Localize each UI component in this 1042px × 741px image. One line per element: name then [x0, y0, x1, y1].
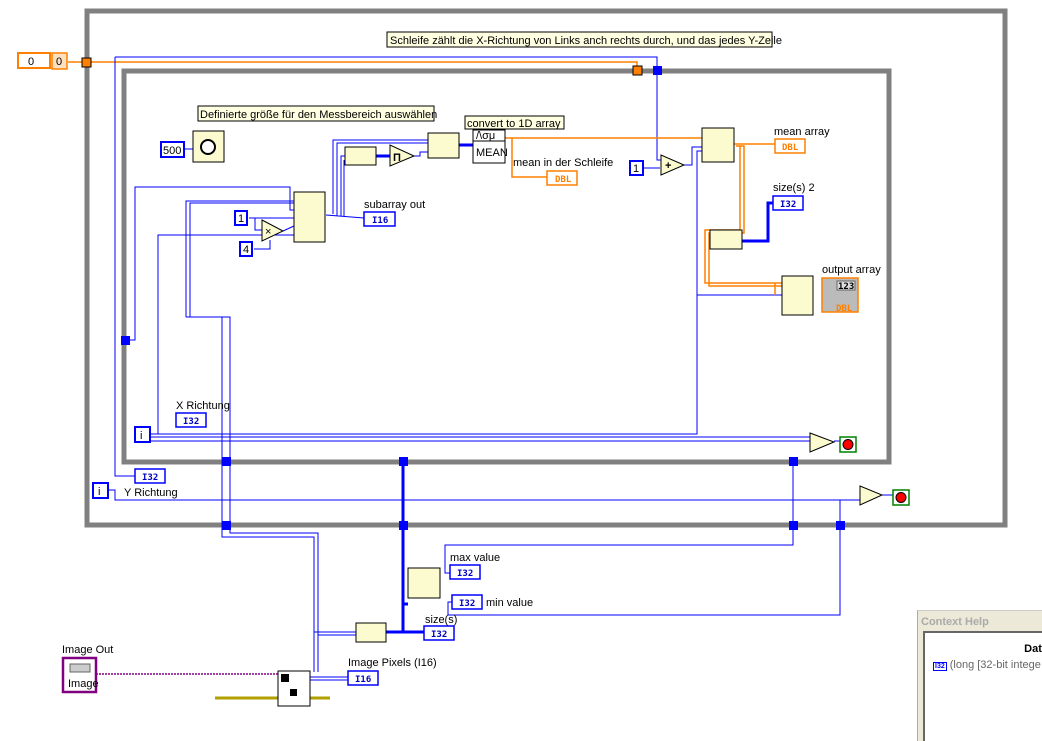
svg-text:+: +: [665, 160, 671, 172]
mean-loop-indicator[interactable]: mean in der Schleife DBL: [513, 157, 613, 186]
svg-text:4: 4: [243, 244, 249, 256]
svg-text:Definierte größe für den Messb: Definierte größe für den Messbereich aus…: [200, 109, 437, 121]
svg-text:X Richtung: X Richtung: [176, 400, 230, 412]
watch-icon: [200, 139, 216, 155]
wait-ms-node[interactable]: [192, 130, 225, 163]
svg-text:output array: output array: [822, 264, 881, 276]
insert-into-array-node[interactable]: [781, 275, 814, 316]
svg-text:Schleife zählt die X-Richtung: Schleife zählt die X-Richtung von Links …: [390, 35, 782, 47]
context-help-description: I32(long [32-bit intege: [933, 659, 1041, 671]
reshape-array-node[interactable]: [427, 132, 460, 159]
array-size-node-3[interactable]: [355, 622, 387, 643]
svg-text:×: ×: [265, 226, 271, 238]
svg-text:I32: I32: [183, 417, 199, 427]
mean-node[interactable]: /\σμ MEAN: [472, 129, 508, 164]
array-size-node[interactable]: [344, 146, 377, 166]
multiply-node[interactable]: ×: [261, 219, 285, 242]
svg-text:0: 0: [56, 56, 62, 68]
svg-text:mean in der Schleife: mean in der Schleife: [513, 157, 613, 169]
outer-iteration-terminal: i: [92, 482, 109, 499]
imaq-image-to-array-node[interactable]: [277, 670, 311, 707]
context-help-title: Context Help: [921, 616, 989, 628]
context-help-window[interactable]: Context Help Data I32(long [32-bit integ…: [917, 610, 1042, 741]
output-array-indicator[interactable]: output array 123 DBL: [821, 264, 881, 314]
svg-text:I16: I16: [372, 216, 388, 226]
image-out-control[interactable]: Image Out Image: [61, 644, 113, 694]
svg-text:DBL: DBL: [836, 304, 853, 314]
y-richtung-indicator[interactable]: I32 Y Richtung: [124, 468, 178, 499]
svg-text:subarray out: subarray out: [364, 199, 425, 211]
svg-text:1: 1: [633, 163, 639, 175]
x-richtung-indicator[interactable]: X Richtung I32: [175, 400, 230, 428]
subarray-out-indicator[interactable]: subarray out I16: [363, 199, 425, 227]
svg-text:mean array: mean array: [774, 126, 830, 138]
multiply-array-elements-node[interactable]: Π: [389, 144, 416, 167]
init-indicator[interactable]: 0: [51, 52, 68, 70]
wires: [68, 56, 893, 700]
max-value-indicator[interactable]: max value I32: [449, 552, 500, 580]
image-pixels-indicator[interactable]: Image Pixels (I16) I16: [347, 657, 437, 686]
svg-text:min value: min value: [486, 597, 533, 609]
mean-array-indicator[interactable]: mean array DBL: [774, 126, 830, 154]
svg-text:Y Richtung: Y Richtung: [124, 487, 178, 499]
inner-while-loop[interactable]: [121, 68, 892, 465]
stop-icon: [842, 439, 854, 450]
replace-array-subset-node[interactable]: [701, 127, 735, 163]
constant-four[interactable]: 4: [239, 241, 253, 257]
array-subset-node[interactable]: [293, 191, 326, 243]
stop-icon: [895, 492, 907, 503]
svg-text:i: i: [140, 430, 142, 442]
svg-text:MEAN: MEAN: [476, 147, 508, 159]
context-help-heading: Data: [1024, 643, 1042, 655]
sizes2-indicator[interactable]: size(s) 2 I32: [772, 182, 815, 211]
svg-text:123: 123: [838, 282, 854, 292]
svg-text:/\σμ: /\σμ: [476, 130, 495, 142]
svg-text:I32: I32: [780, 200, 796, 210]
tunnels: [81, 57, 845, 530]
context-help-body: Data I32(long [32-bit intege: [923, 631, 1042, 741]
inner-compare-node[interactable]: [809, 432, 836, 453]
array-size-node-2[interactable]: [709, 229, 743, 250]
svg-text:convert to 1D array: convert to 1D array: [467, 118, 561, 130]
svg-text:max value: max value: [450, 552, 500, 564]
svg-text:I32: I32: [431, 630, 447, 640]
constant-one-a[interactable]: 1: [234, 210, 248, 226]
svg-text:Π: Π: [393, 152, 401, 164]
svg-text:Image Pixels (I16): Image Pixels (I16): [348, 657, 437, 669]
comment-measure-range: Definierte größe für den Messbereich aus…: [197, 105, 437, 122]
svg-text:i: i: [98, 486, 100, 498]
wait-constant[interactable]: 500: [160, 141, 185, 158]
constant-one-b[interactable]: 1: [629, 160, 644, 176]
add-node[interactable]: +: [660, 154, 686, 176]
svg-text:size(s): size(s): [425, 614, 457, 626]
min-value-indicator[interactable]: min value I32: [451, 594, 533, 610]
svg-text:Image Out: Image Out: [62, 644, 113, 656]
outer-stop-terminal[interactable]: [892, 489, 910, 506]
svg-text:size(s) 2: size(s) 2: [773, 182, 815, 194]
svg-text:I16: I16: [355, 675, 371, 685]
sizes-indicator[interactable]: size(s) I32: [423, 614, 457, 641]
array-max-min-node[interactable]: [407, 567, 441, 599]
svg-text:I32: I32: [142, 473, 158, 483]
svg-text:DBL: DBL: [782, 143, 799, 153]
outer-while-loop[interactable]: [84, 8, 1008, 528]
svg-text:I32: I32: [457, 569, 473, 579]
comment-outer-loop: Schleife zählt die X-Richtung von Links …: [386, 31, 782, 48]
svg-text:1: 1: [238, 213, 244, 225]
inner-stop-terminal[interactable]: [839, 436, 857, 453]
outer-compare-node[interactable]: [859, 485, 884, 506]
context-help-text: (long [32-bit intege: [949, 659, 1041, 671]
comment-convert: convert to 1D array: [464, 115, 565, 130]
svg-text:0: 0: [28, 56, 34, 68]
svg-text:DBL: DBL: [555, 175, 572, 185]
i32-type-icon: I32: [933, 662, 947, 671]
svg-text:500: 500: [163, 145, 181, 157]
svg-text:Image: Image: [68, 678, 99, 690]
svg-text:I32: I32: [459, 599, 475, 609]
init-constant[interactable]: 0: [17, 52, 51, 69]
inner-iteration-terminal: i: [134, 426, 151, 443]
